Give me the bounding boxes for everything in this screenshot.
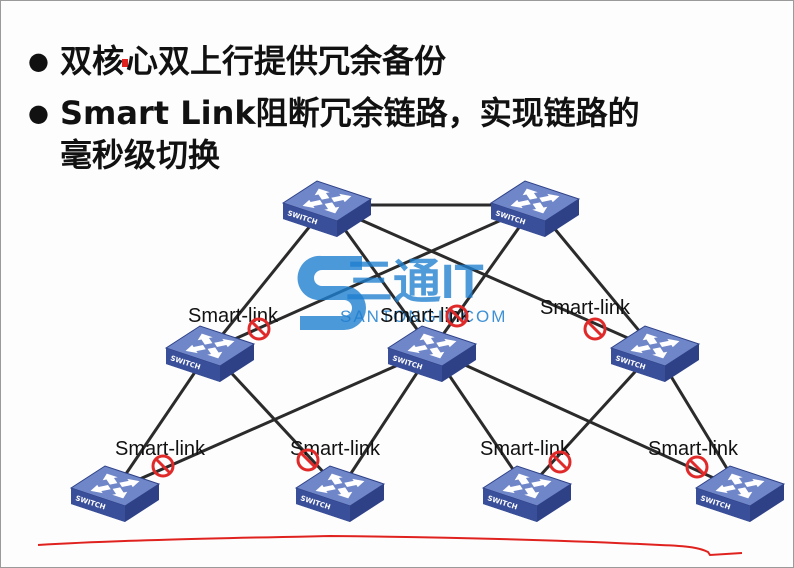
bullet-list: 双核心双上行提供冗余备份 Smart Link阻断冗余链路，实现链路的 毫秒级切… (28, 40, 768, 176)
bullet-2-line-2: 毫秒级切换 (60, 136, 221, 174)
markers-layer (151, 304, 709, 479)
smart-link-label: Smart-link (188, 305, 279, 327)
switch-icon-agg2: SWITCH (386, 325, 478, 382)
switch-icon-core1: SWITCH (281, 180, 373, 237)
switch-icon-agg1: SWITCH (164, 325, 256, 382)
watermark-title: 三通IT (345, 256, 484, 309)
blocked-link-icon (685, 455, 709, 479)
smart-link-label: Smart-link (115, 438, 206, 460)
watermark-logo-icon (297, 255, 366, 330)
smart-link-label: Smart-link (648, 438, 739, 460)
smart-link-label: Smart-link (480, 438, 571, 460)
link-core2-agg2 (430, 204, 537, 351)
switch-icon-acc1: SWITCH (69, 465, 161, 522)
bullet-1: 双核心双上行提供冗余备份 (28, 40, 768, 82)
link-core2-agg1 (209, 203, 536, 352)
blocked-link-icon (247, 317, 271, 341)
nodes-layer: SWITCH SWITCH SWITCH SWITCH SWITCH SWITCH SWIT… (69, 180, 786, 522)
smart-link-label: Smart-link (290, 438, 381, 460)
switch-icon-core2: SWITCH (489, 180, 581, 237)
switch-icon-acc3: SWITCH (481, 465, 573, 522)
blocked-link-icon (151, 454, 175, 478)
red-cursor-mark (122, 59, 129, 67)
link-agg2-acc1 (114, 348, 433, 492)
blocked-link-icon (583, 317, 607, 341)
red-underline-annotation (37, 534, 743, 557)
switch-icon-acc2: SWITCH (294, 465, 386, 522)
bullet-2: Smart Link阻断冗余链路，实现链路的 毫秒级切换 (28, 92, 768, 176)
switch-icon-agg3: SWITCH (609, 325, 701, 382)
blocked-link-icon (296, 448, 320, 472)
link-agg3-acc3 (525, 348, 657, 492)
link-agg2-acc4 (431, 348, 741, 492)
bullet-1-text-a: 双核 (60, 42, 125, 80)
bullet-1-text-b: 心双上行提供冗余备份 (126, 42, 447, 80)
blocked-link-icon (548, 450, 572, 474)
bullet-2-line-1: Smart Link阻断冗余链路，实现链路的 (60, 94, 640, 132)
smart-link-label: Smart-link (540, 297, 631, 319)
link-core1-agg1 (208, 204, 329, 351)
link-core1-agg3 (326, 203, 656, 352)
switch-icon-acc4: SWITCH (694, 465, 786, 522)
blocked-link-icon (445, 304, 469, 328)
